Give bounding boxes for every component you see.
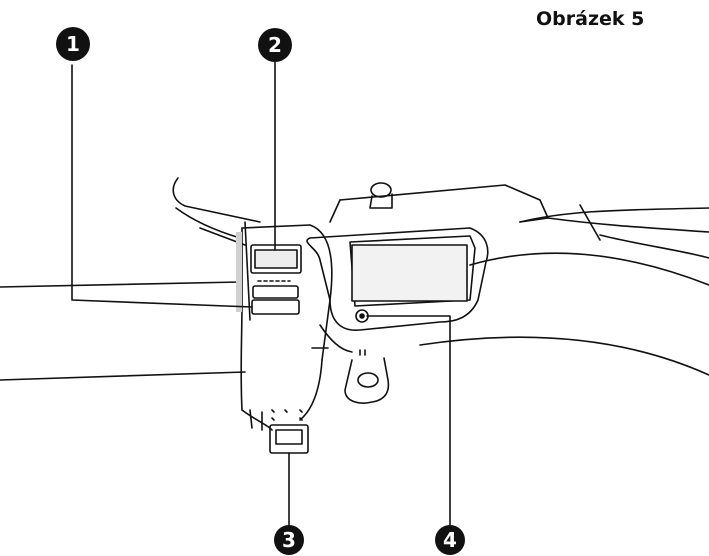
leader-line-1 [71,64,253,308]
middle-button [251,280,300,315]
brake-lever [172,177,261,246]
switch-housing [236,221,333,431]
bottom-button [269,409,309,454]
callout-2: 2 [258,28,292,62]
callout-3-number: 3 [282,528,296,552]
mounting-bracket [311,347,390,404]
handlebar-tube [0,252,709,381]
callout-3: 3 [274,525,304,555]
upper-button [250,244,302,274]
brake-master-cylinder [329,182,709,259]
display-unit [306,227,489,353]
callout-2-number: 2 [268,33,282,57]
figure-title: Obrázek 5 [536,8,645,30]
callout-1-number: 1 [66,32,80,56]
callout-4: 4 [435,525,465,555]
callout-4-number: 4 [443,528,457,552]
leader-lines [71,61,451,526]
leader-line-4 [366,315,451,526]
callout-1: 1 [56,27,90,61]
